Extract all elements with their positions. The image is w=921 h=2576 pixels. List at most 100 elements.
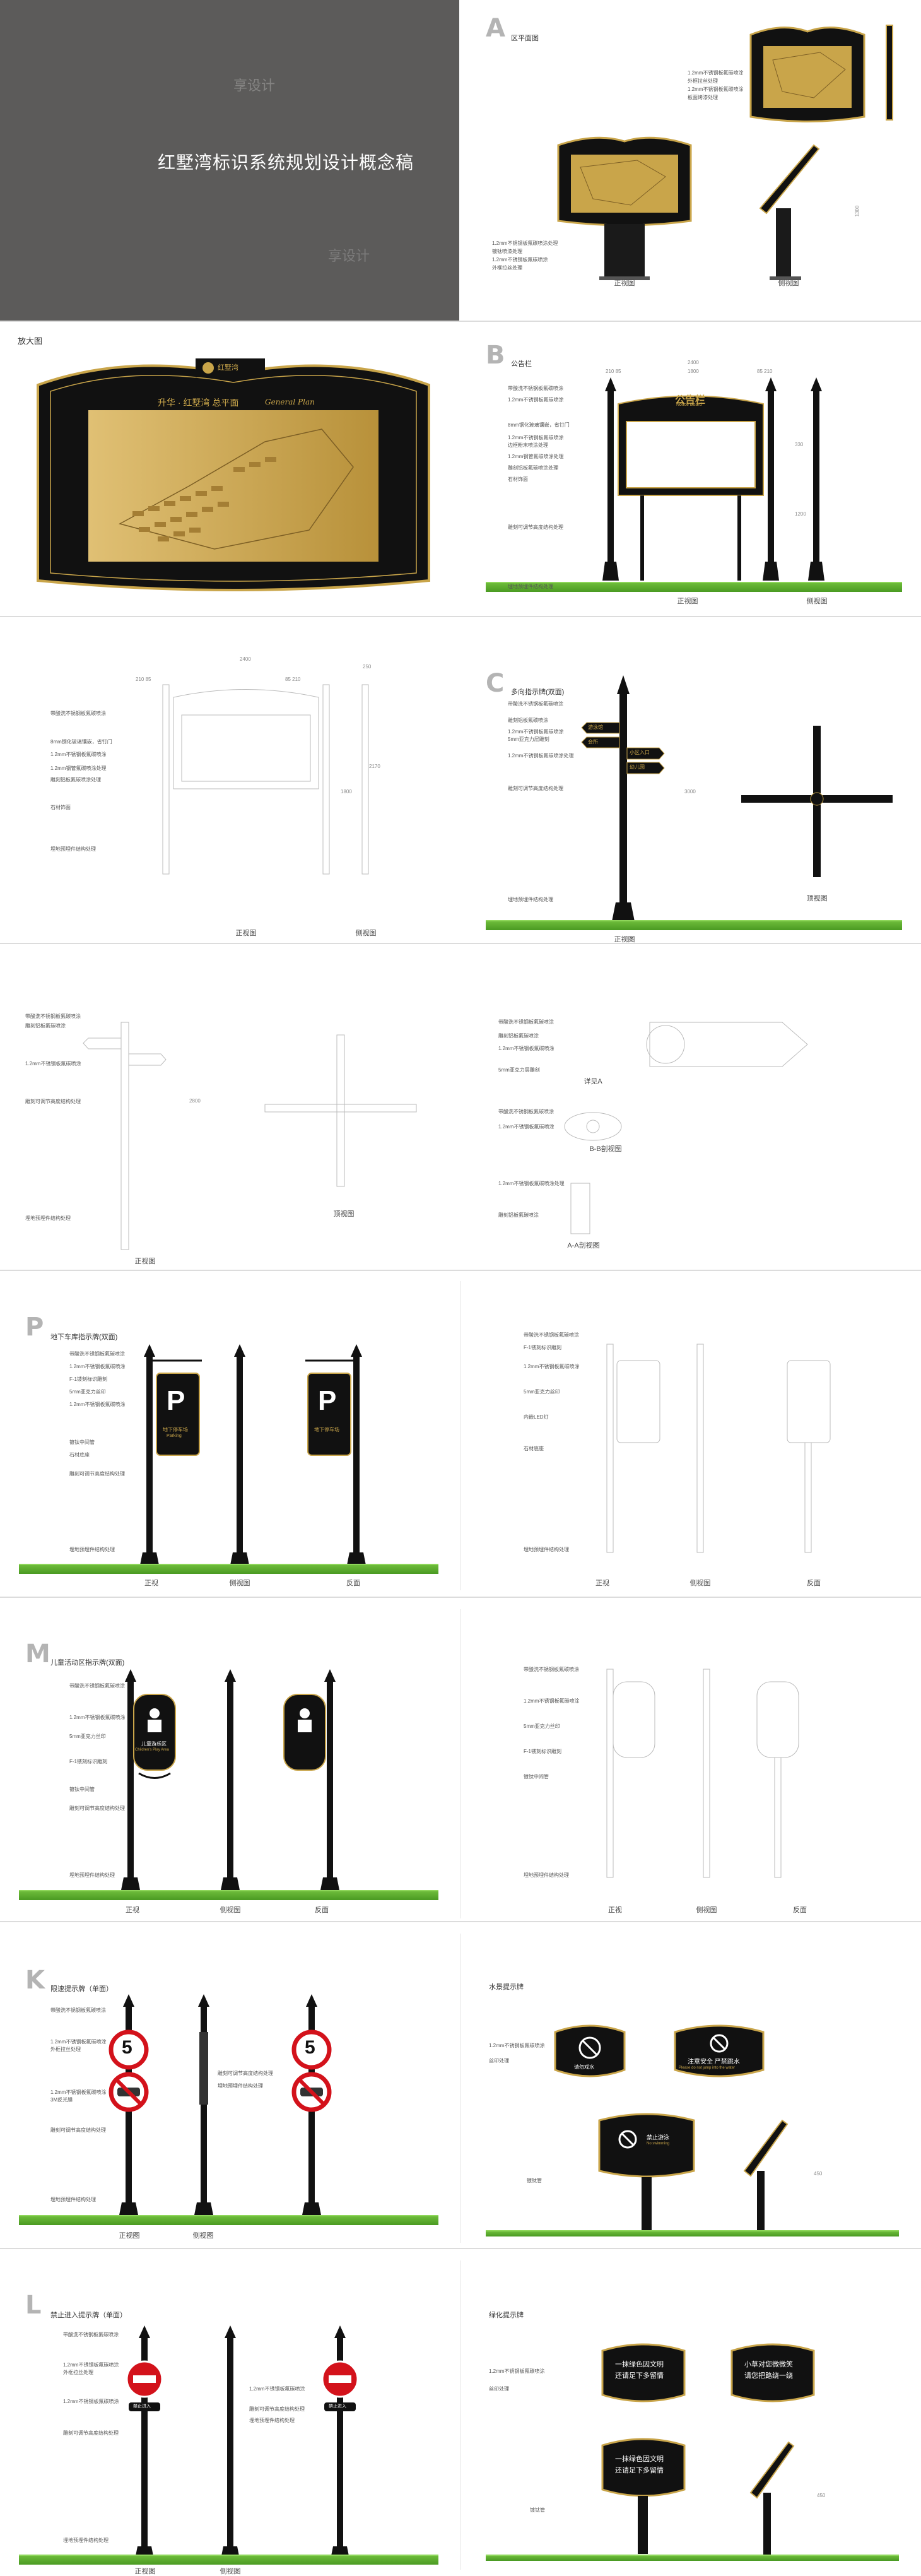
section-subtitle-b: 公告栏 (511, 360, 532, 368)
note-m-5: 雕刻可调节高度结构处理 (69, 1805, 125, 1811)
children-sign-outline-side (703, 1669, 710, 1878)
dim-b2-2: 85 210 (285, 676, 301, 682)
note-c2-1: 雕刻铝板氟碳喷涂 (25, 1023, 66, 1029)
note-b-2: 8mm钢化玻璃镶嵌，省钉门 (508, 422, 570, 428)
children-label-cn: 儿童游乐区 (141, 1741, 167, 1747)
dim-b-0: 2400 (688, 360, 699, 365)
arrow-detail-drawing (646, 1022, 808, 1067)
divider-vertical (460, 1934, 461, 2243)
divider (0, 2248, 921, 2249)
children-sign-outline (606, 1669, 655, 1878)
plan-board-drawing-small (749, 27, 865, 122)
caption-side-p: 侧视图 (229, 1580, 250, 1587)
section-letter-k: K (25, 1966, 45, 1995)
caption-back-p2: 反面 (807, 1580, 821, 1587)
note-c2-2: 1.2mm不锈钢板氟碳喷涂 (25, 1061, 81, 1066)
note-m-1: 1.2mm不锈钢板氟碳喷涂 (69, 1715, 126, 1720)
grass-strip (486, 582, 902, 592)
note-k-4: 3M反光膜 (50, 2097, 73, 2103)
lawn-tag-1-line1: 一抹绿色因文明 (615, 2361, 664, 2368)
section-subtitle-k: 限速提示牌（单面） (50, 1985, 113, 1993)
grass-strip (486, 2555, 899, 2561)
section-subtitle-m: 儿童活动区指示牌(双面) (50, 1659, 125, 1667)
caption-front-p: 正视 (144, 1580, 158, 1587)
plan-board-side-small (886, 25, 893, 121)
no-entry-sign-front (126, 2325, 163, 2559)
divider (0, 1597, 921, 1598)
water-sign-tag-1 (554, 2024, 626, 2077)
note-k-6: 埋地预埋件结构处理 (50, 2197, 96, 2202)
note-m2-4: 镀钛中间管 (524, 1774, 549, 1780)
caption-side-a: 侧视图 (778, 280, 799, 287)
note-k-8: 埋地预埋件结构处理 (218, 2083, 263, 2089)
directional-sign-top (741, 726, 893, 877)
note-b2-5: 石材饰面 (50, 805, 71, 810)
note-c3-5: 1.2mm不锈钢板氟碳喷涂 (498, 1124, 554, 1130)
lawn-tag-2-line2: 请您把路绕一绕 (744, 2372, 793, 2380)
note-b-9: 埋地预埋件结构处理 (508, 584, 553, 589)
caption-front-c2: 正视图 (134, 1258, 156, 1265)
caption-side-b2: 侧视图 (355, 930, 377, 937)
speed-limit-value: 5 (122, 2037, 132, 2058)
note-c2-4: 埋地预埋件结构处理 (25, 1215, 71, 1221)
note-b-1: 1.2mm不锈钢板氟碳喷涂 (508, 397, 564, 403)
caption-front-m2: 正视 (608, 1906, 622, 1914)
caption-front-b2: 正视图 (235, 930, 257, 937)
speed-sign-side (194, 1994, 213, 2215)
plan-board-side-drawing (759, 144, 820, 280)
arrow-label-3: 幼儿园 (630, 764, 645, 770)
section-letter-a: A (486, 14, 505, 43)
note-p-6: 石材底座 (69, 1452, 90, 1458)
water-tag-3-text: 禁止游泳 (647, 2134, 670, 2141)
caption-side-m2: 侧视图 (696, 1906, 717, 1914)
section-subtitle-k2: 水景提示牌 (489, 1983, 524, 1991)
water-tag-2-en: Please do not jump into the water (679, 2066, 736, 2070)
divider-vertical (460, 1609, 461, 1918)
note-b-8: 雕刻可调节高度结构处理 (508, 524, 563, 530)
note-l-1: 1.2mm不锈钢板氟碳喷涂 (63, 2362, 119, 2368)
water-tag-1-text: 请勿戏水 (574, 2064, 594, 2070)
caption-side-p2: 侧视图 (689, 1580, 711, 1587)
enlarged-label: 放大图 (18, 336, 43, 346)
note-c-4: 1.2mm不锈钢板氟碳喷涂处理 (508, 753, 574, 759)
caption-front-m: 正视 (126, 1906, 139, 1914)
caption-front-p2: 正视 (595, 1580, 609, 1587)
parking-sign-outline-back (787, 1360, 831, 1553)
no-entry-strip-text: 禁止进入 (133, 2404, 151, 2409)
caption-side-k: 侧视图 (192, 2232, 214, 2240)
note-m-6: 埋地预埋件结构处理 (69, 1872, 115, 1878)
notice-board-title: 公告栏 (675, 395, 706, 406)
note-b-6: 雕刻铝板氟碳喷涂处理 (508, 465, 558, 471)
lawn-sign-tag-2 (730, 2343, 815, 2402)
notice-board-front (602, 377, 779, 581)
caption-side-l: 侧视图 (220, 2568, 241, 2575)
children-sign-back (283, 1669, 339, 1890)
note-l-8: 埋地预埋件结构处理 (249, 2418, 295, 2423)
plan-title-cn: 升华 · 红墅湾 总平面 (158, 398, 239, 408)
note-c3-7: 雕刻铝板氟碳喷涂 (498, 1212, 539, 1218)
dim-b2-3: 250 (363, 664, 372, 670)
caption-back-p: 反面 (346, 1580, 360, 1587)
children-label-en: Children's Play Area (135, 1748, 169, 1752)
plan-brand: 红墅湾 (218, 364, 238, 372)
note-c3-6: 1.2mm不锈钢板氟碳喷涂处理 (498, 1181, 565, 1186)
speed-sign-back (291, 1994, 332, 2215)
section-subtitle-c: 多向指示牌(双面) (511, 688, 565, 696)
note-c2-3: 雕刻可调节高度结构处理 (25, 1099, 81, 1104)
notice-board-outline-side (361, 684, 369, 875)
note-c3-1: 雕刻铝板氟碳喷涂 (498, 1033, 539, 1039)
caption-front-k: 正视图 (119, 2232, 140, 2240)
caption-section-aa: A-A剖视图 (567, 1242, 600, 1250)
note-k-2: 外框拉丝处理 (50, 2047, 81, 2052)
speed-limit-value-back: 5 (305, 2037, 315, 2058)
note-p2-4: 内嵌LED灯 (524, 1414, 549, 1420)
water-sign-tag-2 (674, 2024, 765, 2077)
grass-strip (19, 2555, 438, 2565)
note-l-2: 外框拉丝处理 (63, 2370, 93, 2375)
note-k-5: 雕刻可调节高度结构处理 (50, 2127, 106, 2133)
note-k-7: 雕刻可调节高度结构处理 (218, 2071, 273, 2076)
caption-back-m: 反面 (315, 1906, 329, 1914)
dim-b-5: 1200 (795, 511, 806, 517)
water-tag-2-text: 注意安全 严禁跳水 (688, 2059, 740, 2065)
directional-sign-outline (83, 1022, 167, 1250)
